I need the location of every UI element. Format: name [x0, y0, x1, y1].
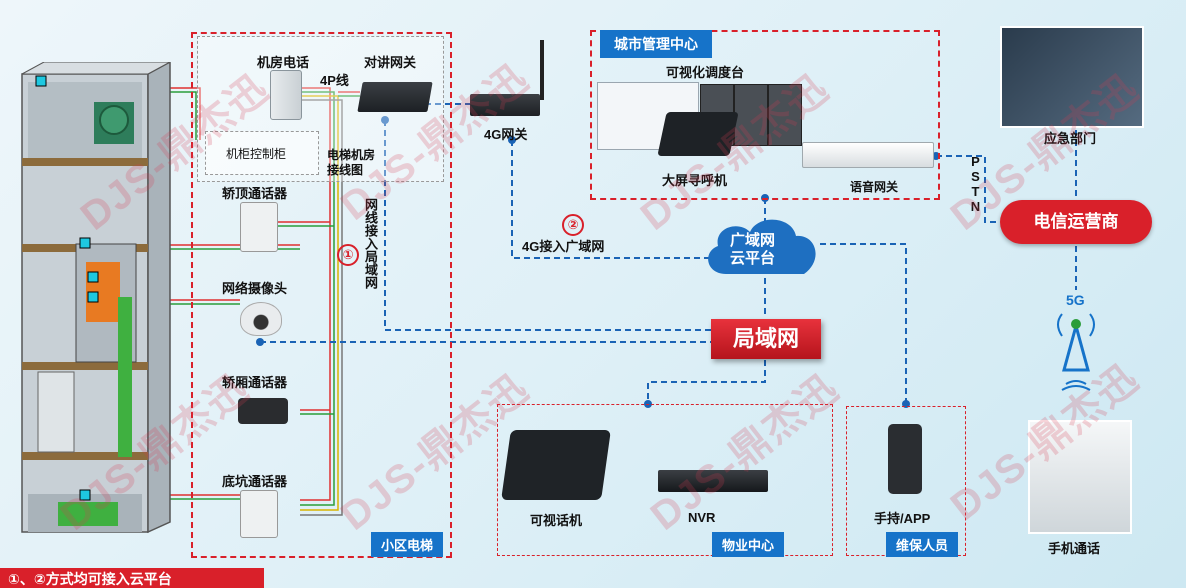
- elevator-shaft-illustration: [8, 60, 176, 544]
- voice-gateway-device: [802, 142, 934, 168]
- gateway-4g-device: [470, 94, 540, 116]
- fiveg-tower-icon: [1044, 308, 1108, 398]
- community-elevator-tag: 小区电梯: [371, 532, 444, 557]
- mobile-call-label: 手机通话: [1048, 541, 1101, 556]
- wan-cloud: [700, 212, 824, 280]
- carrier-pill: 电信运营商: [1000, 200, 1152, 244]
- emergency-dept-label: 应急部门: [1044, 131, 1097, 146]
- car-top-intercom-device: [240, 202, 278, 252]
- intercom-gateway-device: [357, 82, 433, 112]
- big-screen-caller-label: 大屏寻呼机: [662, 173, 728, 188]
- network-to-lan-label: 网线接入局域网: [363, 198, 378, 289]
- elevator-wiring-label: 电梯机房 接线图: [327, 148, 376, 177]
- city-center-tag: 城市管理中心: [600, 30, 712, 58]
- footnote-banner: ①、②方式均可接入云平台: [0, 568, 264, 588]
- machine-phone-device: [270, 70, 302, 120]
- fourp-line-label: 4P线: [320, 73, 349, 88]
- cabinet-control-label: 机柜控制柜: [226, 147, 287, 161]
- pstn-label: PSTN: [968, 154, 983, 214]
- nvr-label: NVR: [688, 510, 716, 525]
- machine-phone-label: 机房电话: [257, 55, 310, 70]
- mobile-call-photo: [1028, 420, 1132, 534]
- intercom-gateway-label: 对讲网关: [364, 55, 417, 70]
- community-elevator-area: [191, 32, 452, 558]
- gateway-4g-antenna: [540, 40, 544, 100]
- emergency-dept-photo: [1000, 26, 1144, 128]
- fiveg-label: 5G: [1066, 292, 1085, 308]
- car-top-intercom-label: 轿顶通话器: [222, 186, 288, 201]
- property-center-tag: 物业中心: [712, 532, 785, 557]
- method-1-number: ①: [337, 244, 359, 266]
- network-camera-label: 网络摄像头: [222, 281, 288, 296]
- access-4g-wan-label: 4G接入广域网: [522, 239, 605, 254]
- voice-gateway-label: 语音网关: [850, 180, 899, 194]
- cabinet-control-box: [205, 131, 319, 175]
- wan-cloud-label: 广域网 云平台: [730, 232, 776, 267]
- nvr-device: [658, 470, 768, 492]
- lan-box: 局域网: [711, 319, 821, 359]
- handheld-app-label: 手持/APP: [874, 511, 931, 526]
- video-phone-label: 可视话机: [530, 513, 583, 528]
- city-center-area: [590, 30, 940, 200]
- maintenance-tag: 维保人员: [886, 532, 959, 557]
- pit-intercom-label: 底坑通话器: [222, 474, 288, 489]
- video-phone-device: [501, 430, 611, 500]
- pit-intercom-device: [240, 490, 278, 538]
- dispatch-console-label: 可视化调度台: [666, 65, 745, 80]
- property-center-area: [497, 404, 833, 556]
- handheld-device: [888, 424, 922, 494]
- method-2-number: ②: [562, 214, 584, 236]
- network-camera-device: [240, 302, 282, 336]
- car-intercom-device: [238, 398, 288, 424]
- car-intercom-label: 轿厢通话器: [222, 375, 288, 390]
- gateway-4g-label: 4G网关: [484, 127, 528, 142]
